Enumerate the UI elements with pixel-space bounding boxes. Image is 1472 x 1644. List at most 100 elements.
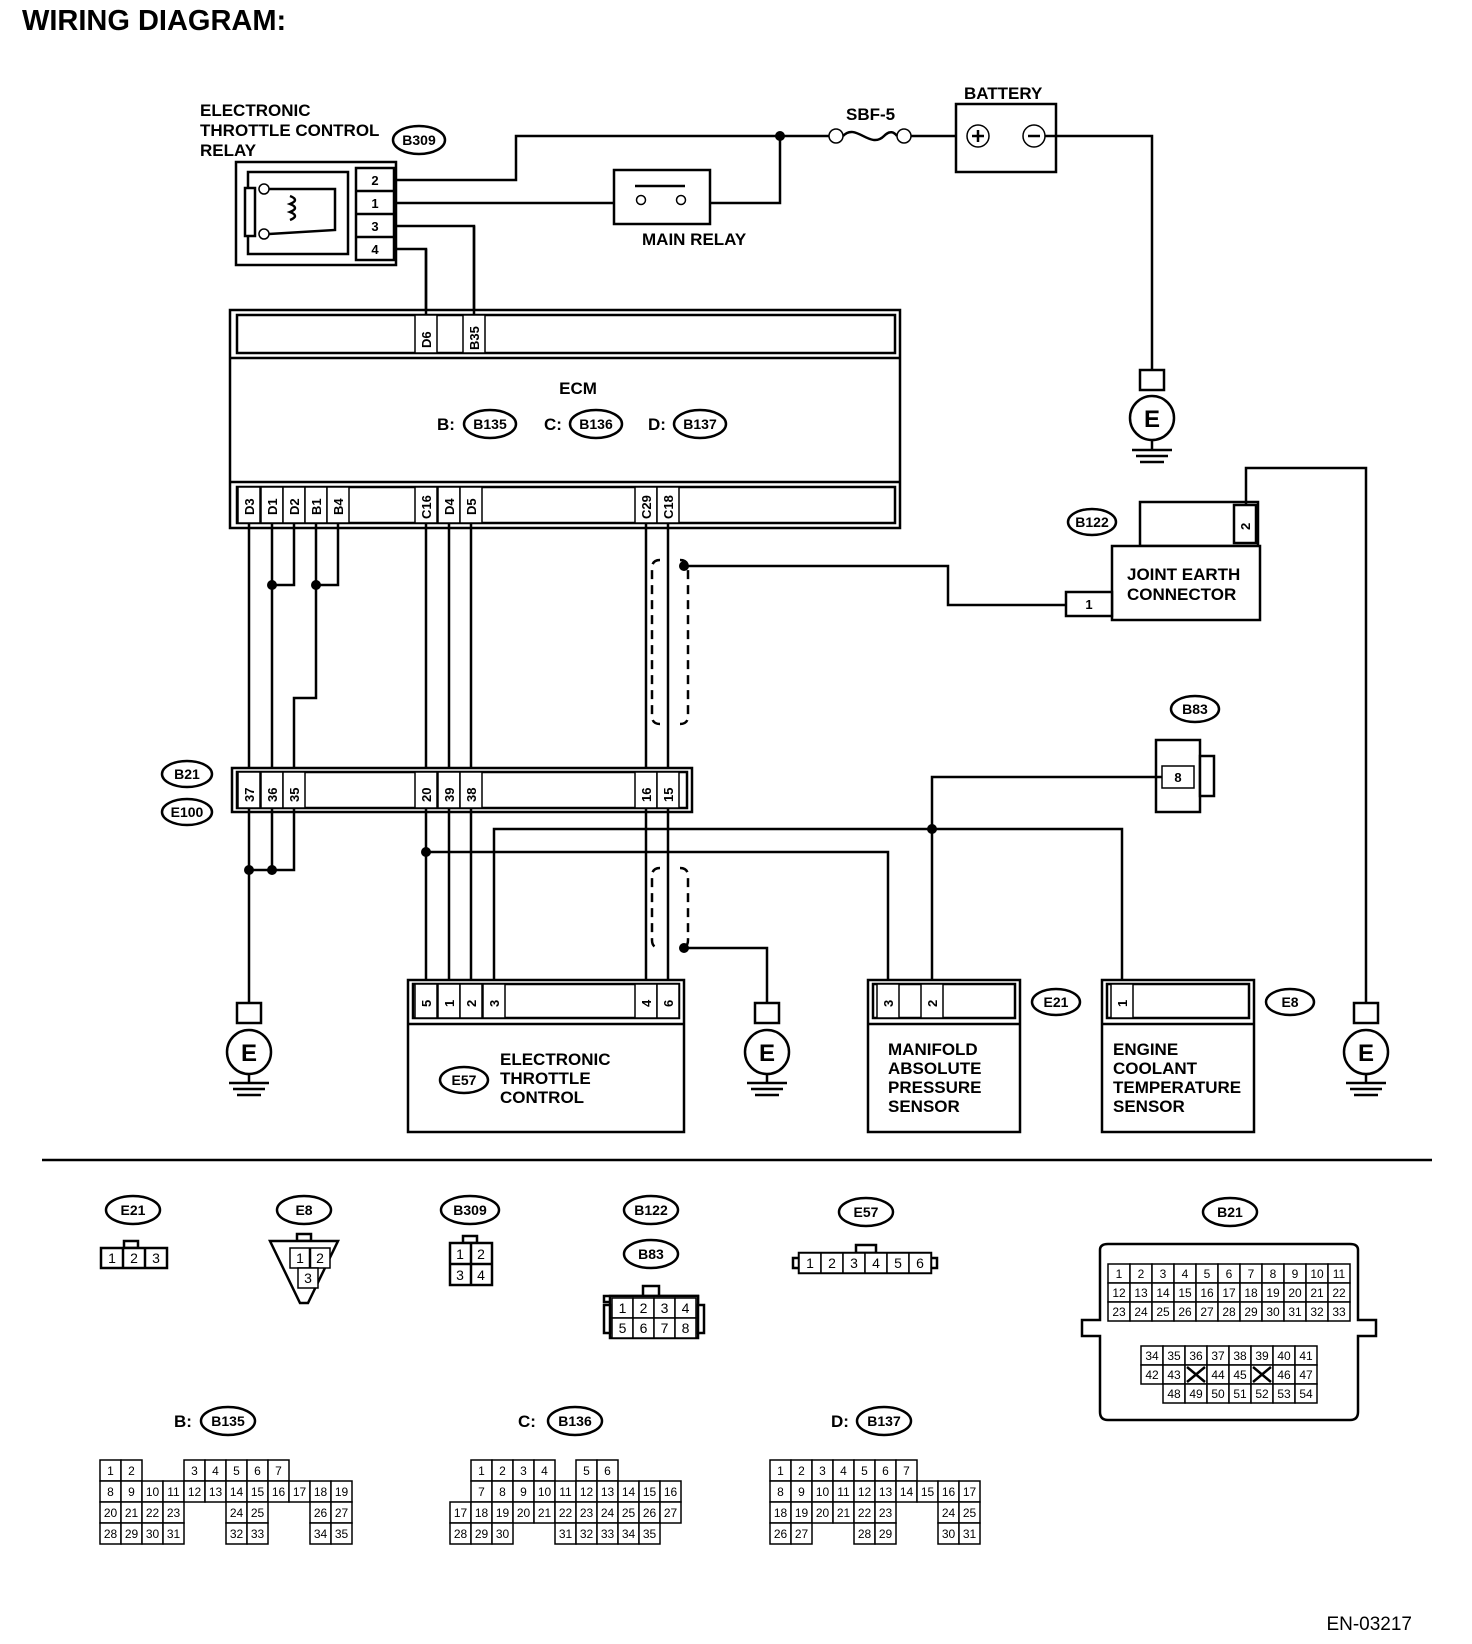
svg-text:17: 17 xyxy=(1222,1286,1236,1300)
ground-symbol: E xyxy=(759,1040,775,1067)
wire-relay-pin2 xyxy=(394,134,780,182)
svg-text:D:: D: xyxy=(831,1412,849,1431)
svg-text:49: 49 xyxy=(1189,1387,1203,1401)
svg-text:B136: B136 xyxy=(558,1413,592,1429)
svg-text:2: 2 xyxy=(1138,1267,1145,1281)
svg-text:19: 19 xyxy=(795,1506,809,1520)
svg-text:31: 31 xyxy=(167,1527,181,1541)
svg-text:12: 12 xyxy=(858,1485,872,1499)
svg-text:1: 1 xyxy=(456,1246,464,1262)
svg-text:16: 16 xyxy=(664,1485,678,1499)
joint-earth-conn-id: B122 xyxy=(1075,514,1109,530)
svg-text:B21: B21 xyxy=(1217,1204,1243,1220)
svg-text:21: 21 xyxy=(1310,1286,1324,1300)
svg-text:16: 16 xyxy=(1200,1286,1214,1300)
svg-text:51: 51 xyxy=(1233,1387,1247,1401)
svg-text:21: 21 xyxy=(837,1506,851,1520)
svg-text:E57: E57 xyxy=(854,1204,879,1220)
manifold-absolute-pressure-sensor: 3 2 E21 MANIFOLD ABSOLUTE PRESSURE SENSO… xyxy=(866,978,1082,1134)
ecm-bottom-pin: D4 xyxy=(442,498,457,515)
svg-text:24: 24 xyxy=(601,1506,615,1520)
svg-text:B137: B137 xyxy=(867,1413,901,1429)
ecm-top-pin: B35 xyxy=(467,326,482,350)
wire-shield-ground xyxy=(684,946,769,1003)
svg-text:4: 4 xyxy=(212,1464,219,1478)
ecm-bottom-pin: D1 xyxy=(265,498,280,515)
svg-text:24: 24 xyxy=(942,1506,956,1520)
svg-text:3: 3 xyxy=(819,1464,826,1478)
coolant-label-line3: TEMPERATURE xyxy=(1113,1078,1241,1097)
svg-text:8: 8 xyxy=(1270,1267,1277,1281)
svg-text:27: 27 xyxy=(1200,1305,1214,1319)
map-pin: 3 xyxy=(881,1000,896,1007)
wire-shield-joint-earth xyxy=(684,564,1066,607)
svg-text:33: 33 xyxy=(601,1527,615,1541)
svg-text:32: 32 xyxy=(230,1527,244,1541)
svg-text:3: 3 xyxy=(661,1300,669,1316)
relay-pin: 2 xyxy=(371,173,378,188)
joint-earth-connector: B122 2 1 JOINT EARTH CONNECTOR xyxy=(1064,500,1262,622)
svg-text:2: 2 xyxy=(316,1250,324,1266)
throttle-pin: 2 xyxy=(464,1000,479,1007)
connector-view-e21: E21 1 2 3 xyxy=(99,1194,169,1270)
svg-text:10: 10 xyxy=(146,1485,160,1499)
svg-text:33: 33 xyxy=(251,1527,265,1541)
svg-text:2: 2 xyxy=(828,1255,836,1271)
ecm-prefix-c: C: xyxy=(544,415,562,434)
svg-text:26: 26 xyxy=(1178,1305,1192,1319)
svg-text:B309: B309 xyxy=(453,1202,487,1218)
svg-text:23: 23 xyxy=(879,1506,893,1520)
throttle-label-line3: CONTROL xyxy=(500,1088,584,1107)
svg-text:1: 1 xyxy=(806,1255,814,1271)
throttle-pin: 1 xyxy=(442,1000,457,1007)
svg-text:27: 27 xyxy=(795,1527,809,1541)
throttle-conn-id: E57 xyxy=(452,1072,477,1088)
svg-text:15: 15 xyxy=(921,1485,935,1499)
svg-text:E8: E8 xyxy=(295,1202,312,1218)
svg-text:21: 21 xyxy=(125,1506,139,1520)
svg-text:26: 26 xyxy=(643,1506,657,1520)
ground-battery: E xyxy=(1128,368,1176,464)
svg-text:5: 5 xyxy=(619,1320,627,1336)
b83-connector: B83 8 xyxy=(1154,694,1221,814)
wire-b1 xyxy=(292,523,318,768)
svg-text:8: 8 xyxy=(682,1320,690,1336)
svg-text:3: 3 xyxy=(304,1270,312,1286)
svg-text:1: 1 xyxy=(107,1464,114,1478)
svg-text:43: 43 xyxy=(1167,1368,1181,1382)
wire-b83-map xyxy=(930,775,1162,980)
svg-text:31: 31 xyxy=(559,1527,573,1541)
svg-text:33: 33 xyxy=(1332,1305,1346,1319)
ecm-label: ECM xyxy=(559,379,597,398)
svg-text:6: 6 xyxy=(916,1255,924,1271)
battery-label: BATTERY xyxy=(964,84,1043,103)
svg-text:30: 30 xyxy=(1266,1305,1280,1319)
svg-text:7: 7 xyxy=(903,1464,910,1478)
svg-text:4: 4 xyxy=(682,1300,690,1316)
svg-text:4: 4 xyxy=(872,1255,880,1271)
svg-text:2: 2 xyxy=(477,1246,485,1262)
svg-text:27: 27 xyxy=(335,1506,349,1520)
shield-lower xyxy=(650,866,661,950)
ecm-bottom-pin: C29 xyxy=(639,495,654,519)
svg-text:27: 27 xyxy=(664,1506,678,1520)
ecm-conn-c: B136 xyxy=(579,416,613,432)
joint-earth-label-line1: JOINT EARTH xyxy=(1127,565,1240,584)
svg-text:28: 28 xyxy=(104,1527,118,1541)
wire-main-relay xyxy=(710,136,782,205)
svg-text:39: 39 xyxy=(1255,1349,1269,1363)
svg-text:18: 18 xyxy=(1244,1286,1258,1300)
svg-text:19: 19 xyxy=(1266,1286,1280,1300)
svg-text:2: 2 xyxy=(798,1464,805,1478)
b21-pin: 20 xyxy=(419,788,434,802)
svg-text:6: 6 xyxy=(882,1464,889,1478)
svg-text:10: 10 xyxy=(538,1485,552,1499)
svg-text:35: 35 xyxy=(1167,1349,1181,1363)
svg-text:8: 8 xyxy=(777,1485,784,1499)
ground-left: E xyxy=(225,1001,273,1097)
